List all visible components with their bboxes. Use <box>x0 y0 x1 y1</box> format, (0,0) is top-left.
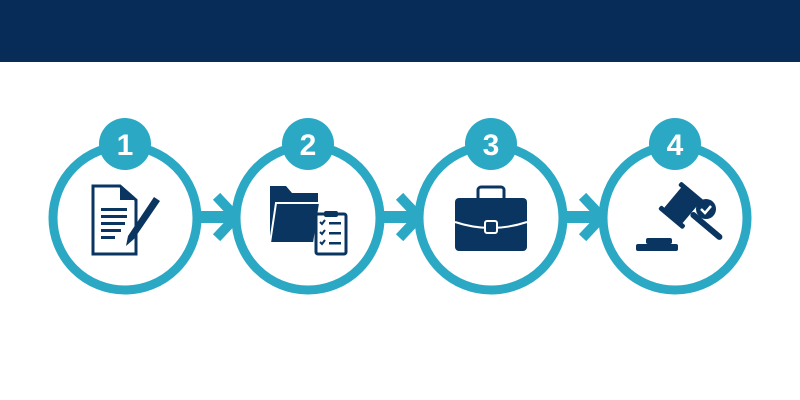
arrow-1-to-2 <box>200 200 236 234</box>
step-3: 3 <box>414 118 568 295</box>
step-badge <box>282 118 334 170</box>
arrow-2-to-3 <box>383 200 419 234</box>
step-number: 4 <box>667 129 684 162</box>
document-pen-icon <box>91 184 160 256</box>
step-badge <box>465 118 517 170</box>
step-number: 3 <box>483 129 500 162</box>
step-badge <box>649 118 701 170</box>
step-badge <box>99 118 151 170</box>
step-2: 2 <box>231 118 385 295</box>
step-1: 1 <box>48 118 202 295</box>
gavel-check-icon <box>636 182 723 251</box>
arrow-3-to-4 <box>566 200 602 234</box>
step-number: 1 <box>117 129 134 162</box>
step-number: 2 <box>300 129 317 162</box>
header-band <box>0 0 800 62</box>
folder-checklist-icon <box>268 186 348 256</box>
briefcase-icon <box>454 185 528 251</box>
step-4: 4 <box>598 118 752 295</box>
